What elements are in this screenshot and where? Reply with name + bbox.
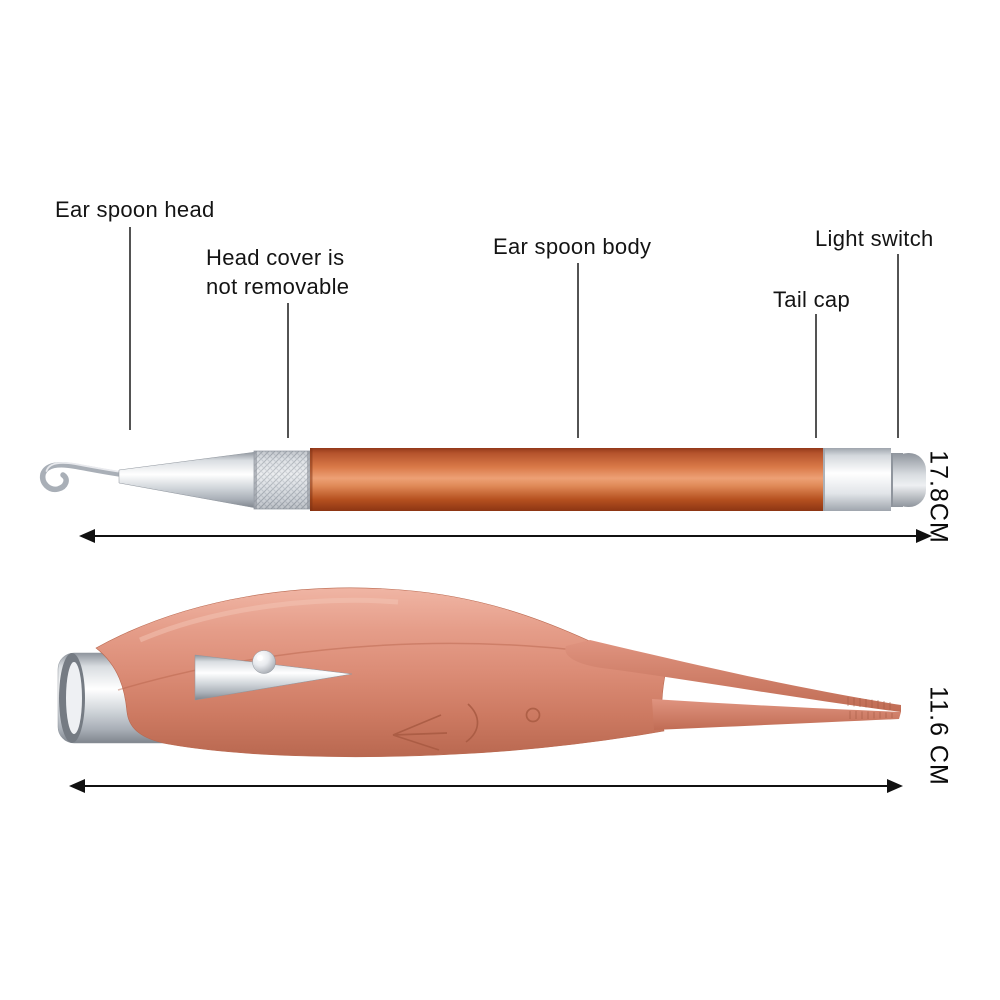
dimension-label-pen-length: 17.8CM: [924, 450, 953, 544]
tweezers-pivot-ball: [252, 650, 276, 674]
ear-spoon-head-hook: [39, 461, 123, 493]
dimension-label-tweezers-length: 11.6 CM: [924, 686, 953, 786]
label-head-cover: Head cover is not removable: [206, 243, 396, 301]
fish-gill: [465, 703, 479, 743]
led-tweezers: [57, 587, 903, 793]
label-tail-cap: Tail cap: [773, 287, 850, 312]
label-head-cover-line1: Head cover is: [206, 245, 345, 270]
ear-pick-pen: [39, 448, 932, 543]
tweezers-lower-arm: [652, 699, 901, 730]
label-ear-spoon-body: Ear spoon body: [493, 234, 652, 259]
tweezers-fish-engraving: [392, 703, 541, 751]
fish-eye: [525, 707, 541, 723]
tweezers-tip-serrations: [847, 697, 893, 719]
label-light-switch: Light switch: [815, 226, 934, 251]
fish-fin: [392, 714, 448, 751]
tweezers-body: [95, 587, 667, 758]
pen-light-switch-button: [891, 453, 926, 507]
pen-taper: [118, 451, 257, 509]
label-head-cover-line2: not removable: [206, 274, 350, 299]
callout-lines: [129, 227, 899, 438]
tweezers-upper-arm: [565, 640, 901, 712]
dimension-arrow-tweezers: [69, 779, 903, 793]
pen-head-cover: [253, 450, 311, 510]
label-ear-spoon-head: Ear spoon head: [55, 197, 215, 222]
pen-body: [310, 448, 823, 511]
dimension-arrow-pen: [79, 529, 932, 543]
pen-tail-cap: [823, 448, 891, 511]
